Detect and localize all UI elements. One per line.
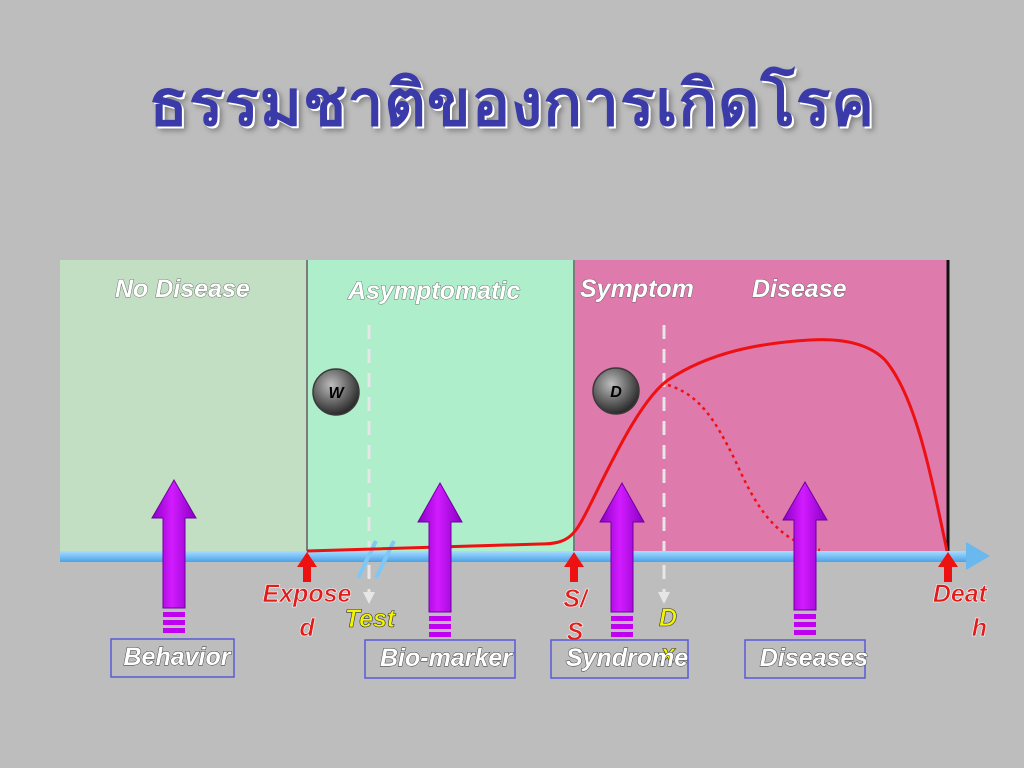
syndrome-arrow <box>599 481 645 637</box>
behavior-box <box>110 638 235 678</box>
event-dx-line1: D <box>659 604 677 632</box>
test-arrowhead <box>363 592 375 604</box>
disease-panel <box>574 260 948 555</box>
behavior-arrow <box>151 479 197 633</box>
syndrome-box-label: Syndrome <box>566 644 688 672</box>
death-event-arrow <box>938 552 958 582</box>
biomarker-box <box>364 639 516 679</box>
timeline-arrowhead <box>966 542 990 570</box>
diseases-box <box>744 639 866 679</box>
event-dx-line2: x <box>659 640 676 668</box>
disease-curve <box>306 338 949 553</box>
timeline-bar <box>60 551 970 562</box>
diseases-arrow <box>782 481 828 635</box>
exposed-event-arrow <box>297 552 317 582</box>
event-death-line2: h <box>972 614 987 642</box>
stage-label-symptom: Symptom <box>580 275 694 303</box>
event-test: Test <box>345 605 397 633</box>
event-ss-line1: S/ <box>563 585 590 613</box>
behavior-box-label: Behavior <box>124 643 232 671</box>
stage-label-asymptomatic: Asymptomatic <box>347 277 520 305</box>
page-title: ธรรมชาติของการเกิดโรค <box>148 67 876 141</box>
ss-event-arrow <box>564 552 584 582</box>
dx-arrowhead <box>658 592 670 604</box>
marker-w-label: W <box>328 385 345 402</box>
marker-d-circle <box>592 367 640 415</box>
recovery-curve <box>667 383 821 552</box>
diseases-box-label: Diseases <box>760 644 869 672</box>
syndrome-box <box>550 639 689 679</box>
biomarker-box-label: Bio-marker <box>380 644 513 672</box>
event-death-line1: Deat <box>933 580 989 608</box>
event-exposed-line1: Expose <box>263 580 352 608</box>
marker-d-label: D <box>610 384 622 401</box>
biomarker-arrow <box>417 481 463 637</box>
event-exposed-line2: d <box>299 614 315 642</box>
stage-label-disease: Disease <box>752 275 847 303</box>
marker-w-circle <box>312 368 360 416</box>
break-mark-1 <box>356 540 378 579</box>
stage-label-no-disease: No Disease <box>115 275 250 303</box>
event-ss-line2: S <box>567 618 584 646</box>
